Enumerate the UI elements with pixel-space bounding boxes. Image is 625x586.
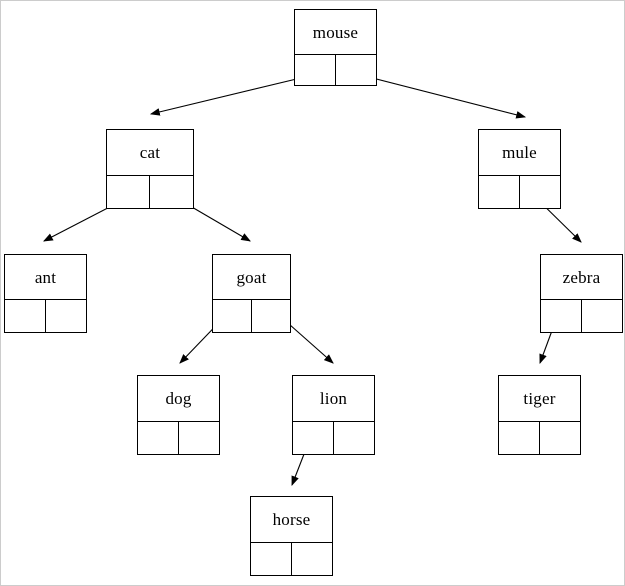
tree-node-label: zebra xyxy=(541,255,622,300)
right-pointer-cell[interactable] xyxy=(252,300,291,332)
right-pointer-cell[interactable] xyxy=(292,543,333,575)
right-pointer-cell[interactable] xyxy=(46,300,87,332)
left-pointer-cell[interactable] xyxy=(295,55,336,85)
tree-node-lion[interactable]: lion xyxy=(292,375,375,455)
tree-node-pointer-cells xyxy=(138,422,219,454)
left-pointer-cell[interactable] xyxy=(107,176,150,208)
tree-node-pointer-cells xyxy=(499,422,580,454)
tree-node-label: goat xyxy=(213,255,290,300)
tree-node-pointer-cells xyxy=(5,300,86,332)
tree-node-goat[interactable]: goat xyxy=(212,254,291,333)
right-pointer-cell[interactable] xyxy=(336,55,377,85)
right-pointer-cell[interactable] xyxy=(179,422,220,454)
left-pointer-cell[interactable] xyxy=(5,300,46,332)
tree-node-pointer-cells xyxy=(213,300,290,332)
tree-node-tiger[interactable]: tiger xyxy=(498,375,581,455)
tree-node-horse[interactable]: horse xyxy=(250,496,333,576)
right-pointer-cell[interactable] xyxy=(334,422,375,454)
tree-node-zebra[interactable]: zebra xyxy=(540,254,623,333)
tree-node-label: mouse xyxy=(295,10,376,55)
tree-node-mule[interactable]: mule xyxy=(478,129,561,209)
left-pointer-cell[interactable] xyxy=(251,543,292,575)
left-pointer-cell[interactable] xyxy=(213,300,252,332)
tree-node-pointer-cells xyxy=(251,543,332,575)
tree-node-mouse[interactable]: mouse xyxy=(294,9,377,86)
tree-node-cat[interactable]: cat xyxy=(106,129,194,209)
tree-node-dog[interactable]: dog xyxy=(137,375,220,455)
tree-node-label: tiger xyxy=(499,376,580,422)
tree-node-label: ant xyxy=(5,255,86,300)
left-pointer-cell[interactable] xyxy=(479,176,520,208)
left-pointer-cell[interactable] xyxy=(138,422,179,454)
left-pointer-cell[interactable] xyxy=(541,300,582,332)
tree-node-label: dog xyxy=(138,376,219,422)
right-pointer-cell[interactable] xyxy=(540,422,581,454)
tree-node-pointer-cells xyxy=(295,55,376,85)
left-pointer-cell[interactable] xyxy=(293,422,334,454)
tree-edge-mouse-to-mule xyxy=(352,72,527,119)
tree-node-pointer-cells xyxy=(293,422,374,454)
tree-node-label: horse xyxy=(251,497,332,543)
left-pointer-cell[interactable] xyxy=(499,422,540,454)
tree-node-label: mule xyxy=(479,130,560,176)
tree-node-pointer-cells xyxy=(107,176,193,208)
right-pointer-cell[interactable] xyxy=(520,176,561,208)
tree-node-label: lion xyxy=(293,376,374,422)
tree-edge-mouse-to-cat xyxy=(149,75,310,116)
right-pointer-cell[interactable] xyxy=(150,176,193,208)
tree-node-ant[interactable]: ant xyxy=(4,254,87,333)
tree-node-pointer-cells xyxy=(541,300,622,332)
tree-node-label: cat xyxy=(107,130,193,176)
tree-node-pointer-cells xyxy=(479,176,560,208)
right-pointer-cell[interactable] xyxy=(582,300,623,332)
